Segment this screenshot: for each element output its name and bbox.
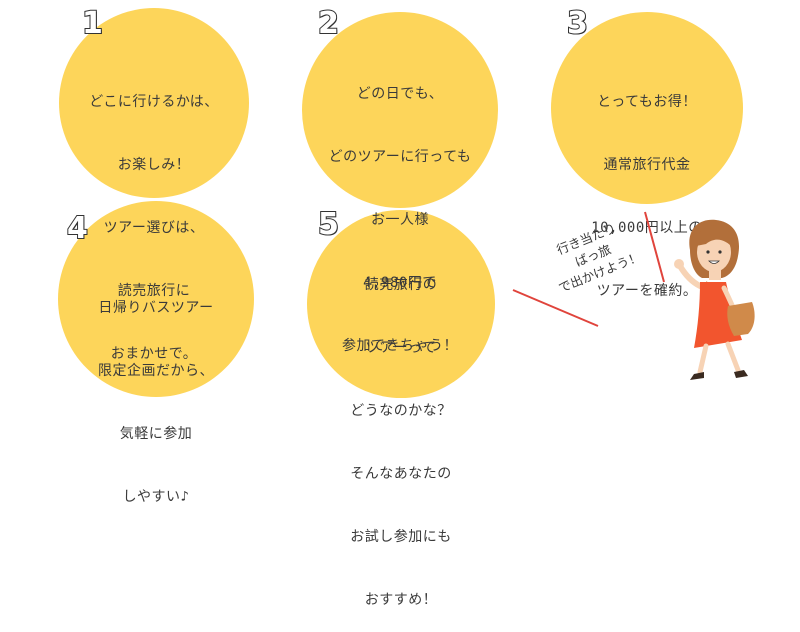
woman-eye-right: [718, 250, 722, 254]
feature-2-line: 参加できちゃう！: [342, 338, 458, 354]
woman-leg-left: [697, 343, 709, 375]
accent-line-left: [512, 289, 599, 327]
feature-circle-4: [58, 201, 254, 397]
feature-5-line: 読売旅行の: [364, 277, 438, 293]
feature-2-line: どの日でも、: [356, 86, 444, 102]
feature-3-line: ツアーを確約。: [596, 283, 698, 299]
feature-5-line: ツアーって: [365, 340, 437, 356]
walking-woman-illustration: [674, 219, 755, 380]
feature-number-3: 3: [566, 6, 589, 41]
accent-line-right: [644, 211, 665, 283]
feature-3-line: 通常旅行代金: [603, 157, 691, 173]
feature-4-line: 気軽に参加: [119, 426, 193, 442]
feature-1-line: どこに行けるかは、: [89, 94, 219, 110]
feature-text-1: どこに行けるかは、 お楽しみ！ ツアー選びは、 読売旅行に おまかせで。: [64, 50, 244, 386]
feature-2-line: どのツアーに行っても: [328, 149, 472, 165]
feature-4-line: 日帰りバスツアー: [98, 300, 214, 316]
woman-bag: [727, 302, 755, 336]
feature-circle-1: [59, 8, 249, 198]
feature-circle-3: [551, 12, 743, 204]
feature-circle-2: [302, 12, 498, 208]
feature-4-line: 限定企画だから、: [98, 363, 214, 379]
woman-eye-left: [706, 250, 710, 254]
feature-number-2: 2: [317, 6, 340, 41]
feature-number-4: 4: [66, 211, 89, 246]
feature-1-line: ツアー選びは、: [103, 220, 205, 236]
feature-2-line: お一人様: [371, 212, 429, 228]
feature-1-line: おまかせで。: [110, 346, 198, 362]
feature-1-line: お楽しみ！: [117, 157, 191, 173]
woman-bangs: [696, 225, 734, 248]
woman-dress: [694, 282, 742, 348]
feature-5-line: どうなのかな？: [350, 403, 452, 419]
feature-number-1: 1: [81, 6, 104, 41]
feature-5-line: おすすめ！: [364, 592, 438, 608]
feature-circle-5: [307, 210, 495, 398]
woman-shoe-left: [690, 372, 704, 380]
decoration-layer: [512, 211, 755, 380]
woman-raised-arm: [677, 263, 703, 289]
woman-shoe-right: [734, 370, 748, 378]
woman-raised-hand: [674, 259, 684, 269]
feature-3-line: とってもお得！: [597, 94, 697, 110]
feature-4-line: しやすい♪: [122, 489, 190, 505]
woman-mouth: [708, 260, 720, 264]
feature-number-5: 5: [317, 207, 340, 242]
feature-3-line: 10,000円以上の: [591, 220, 703, 236]
feature-text-2: どの日でも、 どのツアーに行っても お一人様 4,980円で 参加できちゃう！: [305, 42, 495, 378]
feature-1-line: 読売旅行に: [117, 283, 191, 299]
woman-leg-right: [725, 341, 741, 373]
feature-text-3: とってもお得！ 通常旅行代金 10,000円以上の ツアーを確約。: [557, 50, 737, 323]
feature-2-line: 4,980円で: [363, 275, 437, 291]
feature-5-line: お試し参加にも: [350, 529, 452, 545]
feature-5-line: そんなあなたの: [350, 466, 452, 482]
